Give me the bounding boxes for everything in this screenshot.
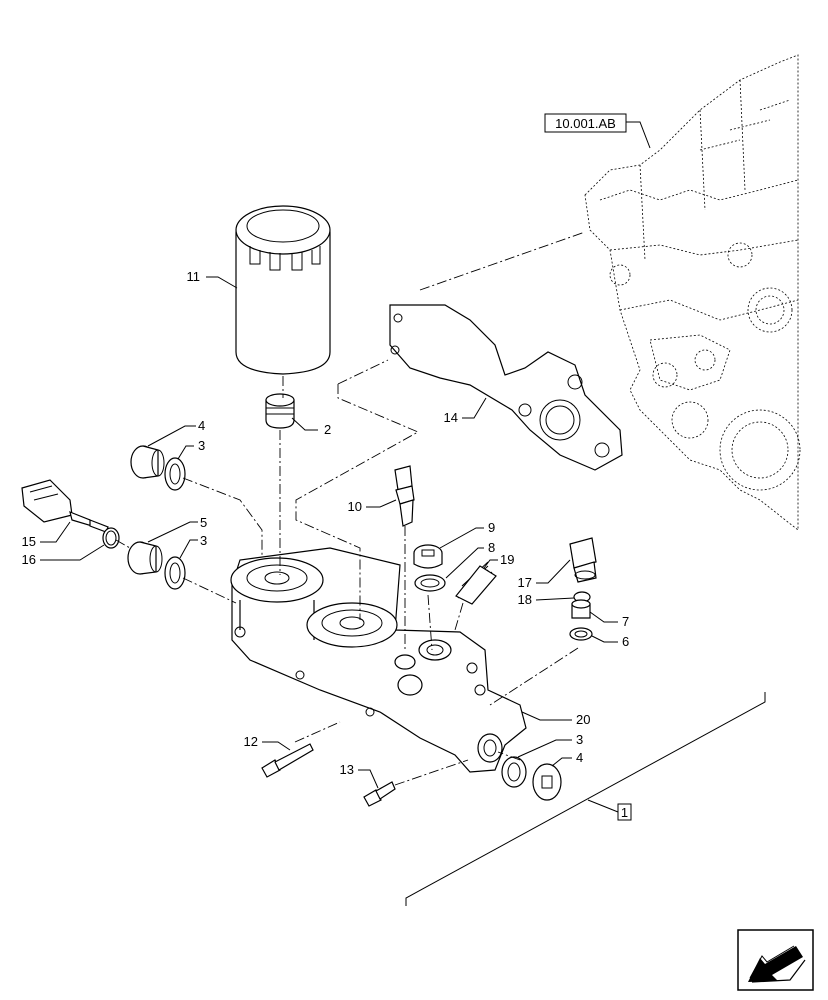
svg-text:2: 2 <box>324 422 331 437</box>
svg-text:18: 18 <box>518 592 532 607</box>
plug-center <box>413 544 443 569</box>
callout-4-upper: 4 <box>147 418 205 447</box>
pressure-sensor <box>394 465 415 527</box>
callout-9: 9 <box>439 520 495 549</box>
callout-4-lower: 4 <box>551 750 583 767</box>
svg-text:6: 6 <box>622 634 629 649</box>
pressure-switch <box>569 537 597 583</box>
washer-adapter <box>569 627 593 641</box>
callout-7: 7 <box>589 611 629 629</box>
callout-12: 12 <box>244 734 291 751</box>
callout-20: 20 <box>521 711 590 727</box>
seal-ring-center <box>414 574 446 592</box>
svg-text:4: 4 <box>576 750 583 765</box>
callout-6: 6 <box>591 634 629 649</box>
group-box-1[interactable]: 1 <box>617 803 632 821</box>
svg-text:10: 10 <box>348 499 362 514</box>
svg-text:12: 12 <box>244 734 258 749</box>
group-bracket <box>405 692 766 906</box>
relief-valve-spring <box>455 561 497 605</box>
threaded-nipple <box>265 393 295 429</box>
callout-14: 14 <box>444 397 487 425</box>
svg-text:8: 8 <box>488 540 495 555</box>
plug-middle-left <box>127 541 163 575</box>
svg-text:3: 3 <box>576 732 583 747</box>
svg-text:9: 9 <box>488 520 495 535</box>
callout-19: 19 <box>483 552 514 569</box>
engine-block-outline <box>584 54 801 531</box>
callout-15: 15 <box>22 521 71 549</box>
seal-ring-middle-left <box>164 556 186 590</box>
o-ring-sensor <box>102 527 120 549</box>
callout-17: 17 <box>518 559 571 590</box>
assembly-lines <box>115 231 586 786</box>
svg-text:4: 4 <box>198 418 205 433</box>
seal-ring-lower-right <box>501 756 527 788</box>
svg-text:14: 14 <box>444 410 458 425</box>
callout-5: 5 <box>147 515 207 543</box>
filter-head-housing <box>230 547 527 773</box>
callout-8: 8 <box>445 540 495 579</box>
svg-text:3: 3 <box>198 438 205 453</box>
svg-text:7: 7 <box>622 614 629 629</box>
svg-text:20: 20 <box>576 712 590 727</box>
svg-text:11: 11 <box>187 269 201 284</box>
callout-16: 16 <box>22 544 105 567</box>
svg-text:3: 3 <box>200 533 207 548</box>
adapter-fitting <box>571 599 591 619</box>
callout-2: 2 <box>291 417 331 437</box>
svg-text:13: 13 <box>340 762 354 777</box>
next-page-arrow-icon[interactable] <box>737 929 814 991</box>
svg-text:16: 16 <box>22 552 36 567</box>
plug-upper-left <box>130 445 165 479</box>
svg-text:1: 1 <box>621 805 628 820</box>
reference-box-engine[interactable]: 10.001.AB <box>544 113 651 149</box>
bolt-short <box>363 781 396 807</box>
callout-18: 18 <box>518 592 575 607</box>
svg-text:10.001.AB: 10.001.AB <box>555 116 616 131</box>
temperature-sensor <box>21 479 109 533</box>
callout-13: 13 <box>340 762 379 789</box>
svg-text:15: 15 <box>22 534 36 549</box>
plug-lower-right <box>532 763 562 801</box>
svg-text:19: 19 <box>500 552 514 567</box>
gasket-plate <box>389 304 623 471</box>
oil-filter-cartridge <box>235 205 331 375</box>
svg-text:5: 5 <box>200 515 207 530</box>
callout-11: 11 <box>187 269 238 289</box>
callout-3-upper: 3 <box>177 438 205 460</box>
callout-3-lower: 3 <box>517 732 583 758</box>
seal-ring-upper-left <box>164 457 186 491</box>
svg-text:17: 17 <box>518 575 532 590</box>
callout-10: 10 <box>348 499 397 514</box>
callout-3-middle: 3 <box>179 533 207 559</box>
bolt-long <box>261 743 314 778</box>
